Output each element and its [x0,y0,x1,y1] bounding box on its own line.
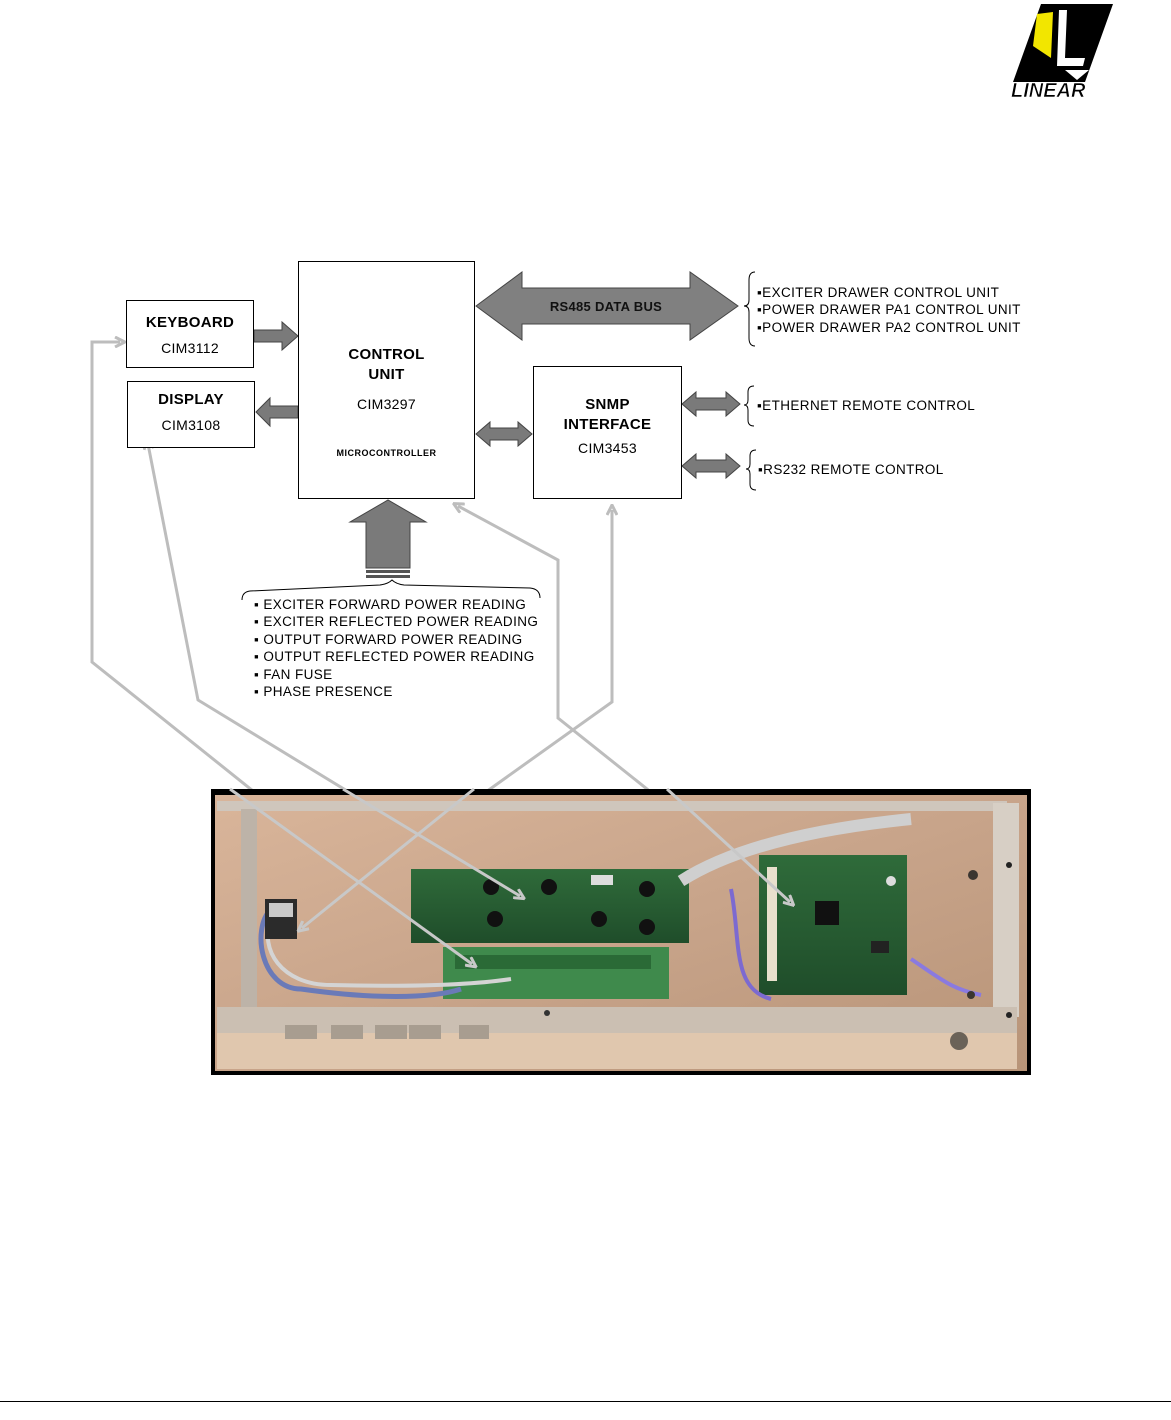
display-block: DISPLAY CIM3108 [127,381,255,448]
control-unit-block: CONTROL UNIT CIM3297 MICROCONTROLLER [298,261,475,499]
input-item: ▪ EXCITER REFLECTED POWER READING [254,614,539,630]
input-item: ▪ PHASE PRESENCE [254,684,393,700]
control-to-display-arrow [255,396,299,428]
snmp-title-1: SNMP [585,396,630,413]
rs485-bracket [743,271,756,347]
control-snmp-arrow [475,420,533,448]
display-code: CIM3108 [161,417,221,433]
control-title-1: CONTROL [348,346,425,363]
snmp-code: CIM3453 [578,440,637,456]
inputs-up-arrow [348,499,428,569]
rs485-bus-arrow [475,271,739,341]
ethernet-bracket [743,385,755,427]
page-footer-rule [0,1401,1171,1402]
keyboard-to-control-arrow [253,320,299,352]
keyboard-title: KEYBOARD [145,314,235,331]
input-item: ▪ FAN FUSE [254,666,333,682]
control-code: CIM3297 [357,396,416,412]
display-title: DISPLAY [158,391,224,408]
snmp-title-2: INTERFACE [563,416,652,433]
snmp-block: SNMP INTERFACE CIM3453 [533,366,682,499]
linear-logo: LINEAR [1011,4,1113,100]
rs485-target-list: ▪EXCITER DRAWER CONTROL UNIT ▪POWER DRAW… [757,284,1021,336]
input-item: ▪ OUTPUT FORWARD POWER READING [254,631,523,647]
rs485-target-item: ▪POWER DRAWER PA1 CONTROL UNIT [757,302,1021,318]
rs232-arrow [681,452,741,480]
rs485-target-item: ▪EXCITER DRAWER CONTROL UNIT [757,285,1000,300]
ethernet-label: ▪ETHERNET REMOTE CONTROL [757,398,976,413]
inputs-bracket [241,579,541,601]
keyboard-block: KEYBOARD CIM3112 [126,300,254,368]
ethernet-arrow [681,390,741,418]
keyboard-code: CIM3112 [161,340,219,356]
control-sub: MICROCONTROLLER [336,448,437,458]
input-item: ▪ OUTPUT REFLECTED POWER READING [254,649,535,665]
inputs-list: ▪ EXCITER FORWARD POWER READING ▪ EXCITE… [254,596,538,700]
logo-text: LINEAR [1011,80,1086,100]
control-title-2: UNIT [368,366,405,383]
input-item: ▪ EXCITER FORWARD POWER READING [254,597,527,612]
rs485-bus-label: RS485 DATA BUS [549,299,663,314]
equipment-photo [211,789,1031,1075]
rs232-label: ▪RS232 REMOTE CONTROL [758,462,944,477]
rs232-bracket [745,449,757,491]
rs485-target-item: ▪POWER DRAWER PA2 CONTROL UNIT [757,319,1021,335]
